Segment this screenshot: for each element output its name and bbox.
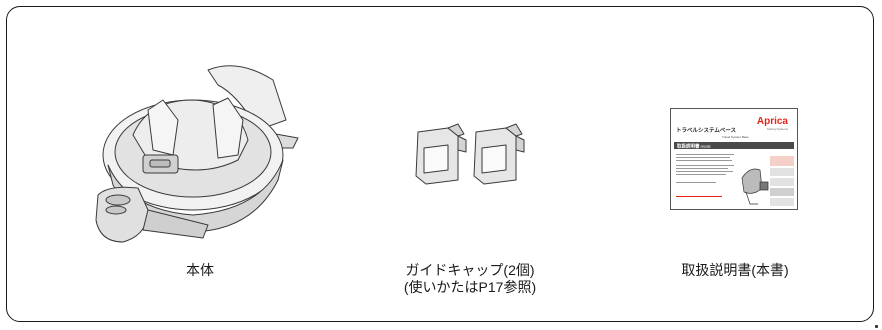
base-unit-caption: 本体 — [186, 262, 214, 278]
base-unit-illustration — [88, 60, 308, 255]
contents-frame — [6, 6, 874, 322]
manual-doc-label-note: (保証書) — [700, 144, 711, 149]
guide-caps-caption-line1: ガイドキャップ(2個) — [405, 262, 535, 278]
manual-brand-tagline: Caring Systems — [767, 127, 789, 131]
manual-body-lines — [676, 154, 734, 197]
guide-caps-caption-line2: (使いかたはP17参照) — [403, 279, 537, 295]
manual-brand: Aprica — [757, 116, 789, 127]
guide-caps-illustration — [408, 122, 533, 190]
manual-subtitle: Travel System Base — [722, 135, 749, 139]
guide-cap-left — [415, 123, 467, 185]
manual-doc-label: 取扱説明書 — [677, 143, 700, 150]
manual-caption: 取扱説明書(本書) — [681, 262, 789, 278]
manual-product-image — [741, 168, 769, 205]
doc-label-bar — [674, 142, 794, 149]
corner-mark — [875, 325, 878, 328]
manual-illustration: Aprica Caring Systems トラベルシステムベース Travel… — [670, 108, 798, 210]
guide-caps-caption: ガイドキャップ(2個) (使いかたはP17参照) — [370, 262, 570, 296]
manual-side-tabs — [770, 156, 794, 206]
guide-cap-right — [473, 123, 525, 185]
manual-title: トラベルシステムベース — [676, 127, 737, 134]
